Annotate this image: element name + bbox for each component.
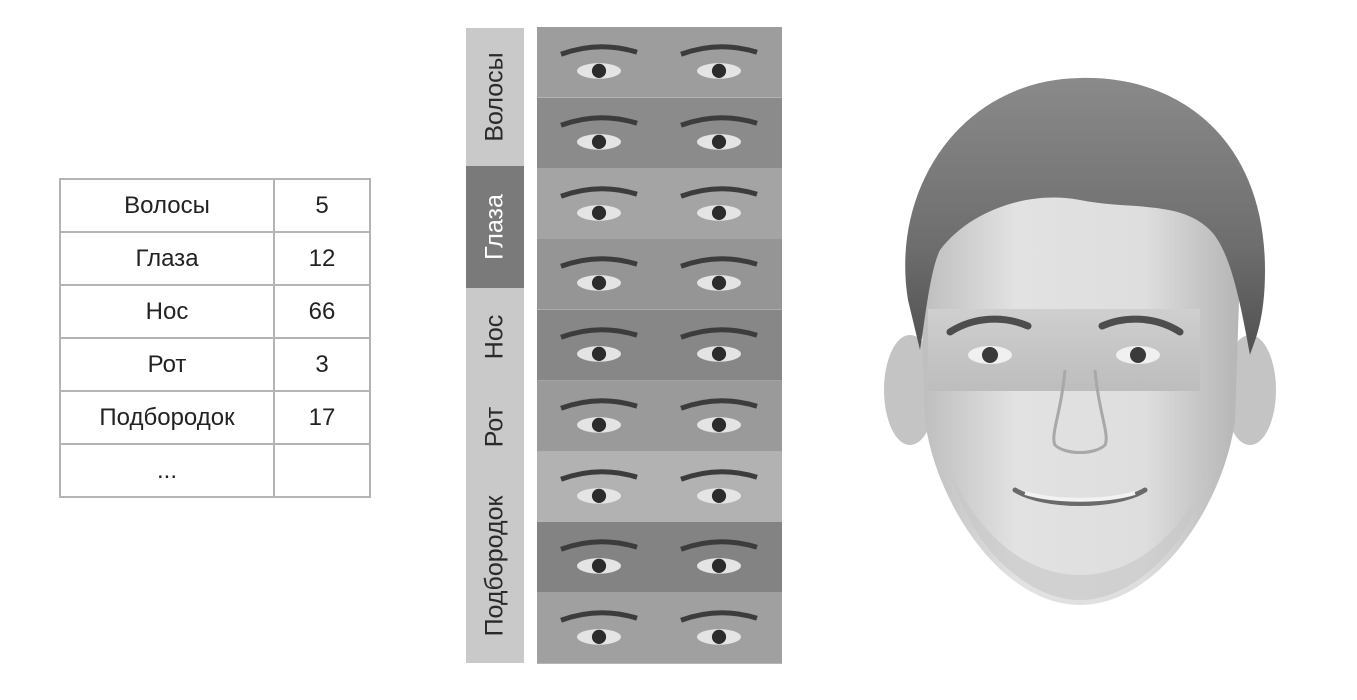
eye-strip-image: [537, 522, 782, 594]
eyebrow: [680, 539, 758, 553]
composite-face-image: [880, 70, 1280, 615]
feature-table: Волосы 5 Глаза 12 Нос 66 Рот 3 Подбородо…: [59, 178, 371, 498]
eyebrow: [680, 256, 758, 269]
table-row: Глаза 12: [59, 231, 371, 286]
iris: [591, 630, 607, 645]
eye-strip-photo: [537, 451, 782, 523]
table-row: Подбородок 17: [59, 390, 371, 445]
eyebrow: [680, 398, 758, 411]
category-segment-mouth: Рот: [466, 386, 524, 468]
category-segment-eyes: Глаза: [466, 166, 524, 288]
iris: [591, 488, 607, 503]
feature-value-cell: 17: [273, 390, 371, 445]
iris: [711, 205, 727, 220]
eyebrow: [680, 327, 758, 340]
eye-strip-photo: [537, 522, 782, 594]
eye-strip-image: [537, 310, 782, 381]
eye-strip-image: [537, 451, 782, 523]
eyebrow: [560, 610, 638, 623]
iris: [591, 417, 607, 432]
left-ear: [884, 335, 936, 445]
table-row: Рот 3: [59, 337, 371, 392]
eyebrow: [560, 539, 638, 553]
eyebrow: [560, 398, 638, 411]
table-row: Нос 66: [59, 284, 371, 339]
iris: [591, 63, 607, 78]
category-bar: Волосы Глаза Нос Рот Подбородок: [466, 28, 524, 663]
iris: [591, 276, 607, 291]
eyebrow: [680, 610, 758, 623]
eye-strip-image: [537, 593, 782, 664]
eyebrow: [560, 256, 638, 269]
feature-name-cell: Рот: [59, 337, 275, 392]
iris: [711, 346, 727, 362]
eye-strip-photo: [537, 27, 782, 98]
eye-strip-photo: [537, 593, 782, 664]
category-label: Волосы: [480, 52, 509, 142]
eyebrow: [680, 44, 758, 57]
right-iris: [1130, 347, 1146, 363]
category-label: Рот: [480, 406, 509, 448]
iris: [591, 205, 607, 220]
feature-name-cell: Подбородок: [59, 390, 275, 445]
eye-strip-image: [537, 239, 782, 311]
eyebrow: [680, 468, 758, 482]
table-row: Волосы 5: [59, 178, 371, 233]
nose: [1052, 369, 1108, 454]
eye-strip-image: [537, 168, 782, 240]
iris: [591, 559, 607, 574]
eyebrow: [560, 185, 638, 199]
eye-strip-photo: [537, 239, 782, 311]
teeth: [1024, 491, 1136, 502]
iris: [711, 276, 727, 291]
category-segment-chin: Подбородок: [466, 468, 524, 663]
left-iris: [982, 347, 998, 363]
eyebrow: [560, 114, 638, 128]
feature-name-cell: Волосы: [59, 178, 275, 233]
feature-value-cell: 12: [273, 231, 371, 286]
feature-name-cell: Нос: [59, 284, 275, 339]
eyebrow: [560, 468, 638, 482]
category-label: Подбородок: [480, 495, 509, 636]
iris: [591, 346, 607, 362]
hair-shape: [905, 77, 1265, 356]
eye-strip-photo: [537, 380, 782, 452]
iris: [711, 63, 727, 78]
eyebrow: [680, 185, 758, 199]
eyebrow: [560, 327, 638, 340]
right-ear: [1224, 335, 1276, 445]
right-eyebrow: [1098, 315, 1184, 336]
eyebrow: [680, 114, 758, 128]
face-illustration: [884, 77, 1276, 605]
eye-strip-image: [537, 27, 782, 98]
iris: [711, 417, 727, 432]
category-label: Нос: [480, 314, 509, 360]
eye-strip-image: [537, 380, 782, 452]
eye-strip-photo: [537, 310, 782, 381]
eyebrow: [560, 44, 638, 57]
iris: [711, 630, 727, 645]
feature-value-cell: 5: [273, 178, 371, 233]
table-row: ...: [59, 443, 371, 498]
iris: [711, 559, 727, 574]
category-label: Глаза: [480, 194, 509, 260]
feature-value-cell: 66: [273, 284, 371, 339]
category-segment-nose: Нос: [466, 288, 524, 386]
left-eyebrow: [946, 315, 1032, 336]
feature-value-cell: [273, 443, 371, 498]
feature-name-cell: ...: [59, 443, 275, 498]
feature-value-cell: 3: [273, 337, 371, 392]
eye-strip-image: [537, 97, 782, 169]
eye-strip-photo: [537, 168, 782, 240]
eye-strip-column: [537, 27, 782, 664]
iris: [711, 134, 727, 149]
iris: [711, 488, 727, 503]
category-segment-hair: Волосы: [466, 28, 524, 166]
iris: [591, 134, 607, 149]
eye-strip-photo: [537, 97, 782, 169]
feature-name-cell: Глаза: [59, 231, 275, 286]
chin-shading: [950, 470, 1210, 600]
